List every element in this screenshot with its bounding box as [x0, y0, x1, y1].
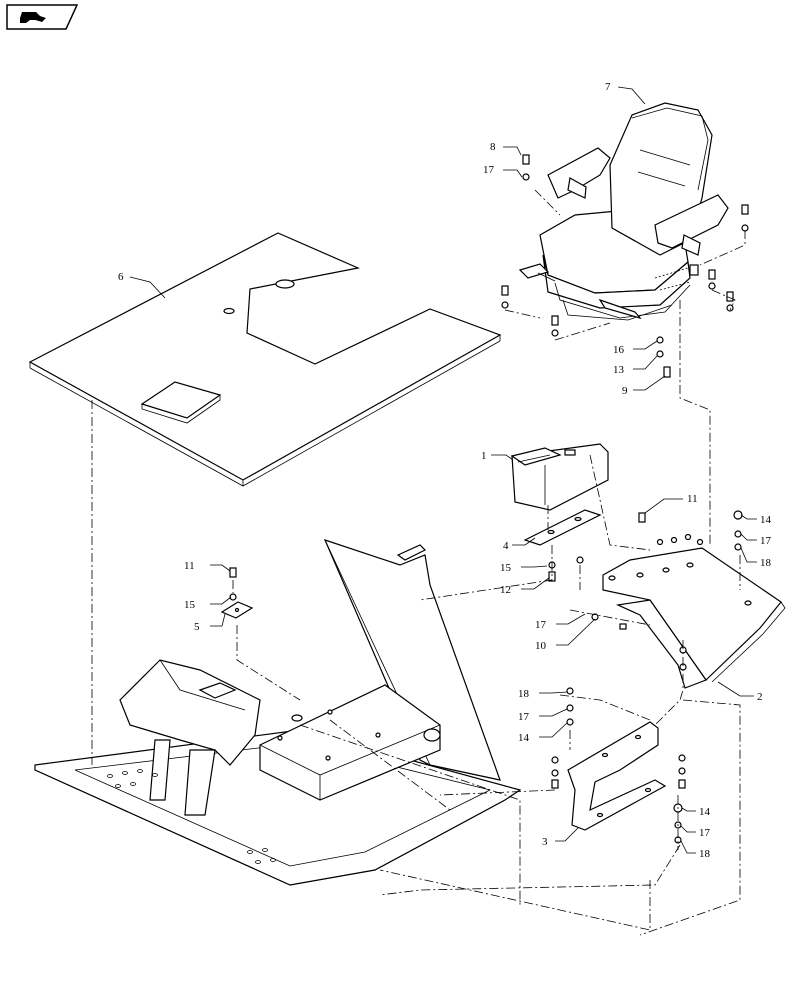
callout-18: 18: [518, 688, 530, 700]
callout-13: 13: [613, 364, 625, 376]
alignment-lines: [91, 189, 746, 936]
cab-floor-frame: [34, 539, 522, 886]
lower-bracket: [567, 721, 667, 831]
callout-17: 17: [535, 619, 547, 631]
mounting-plate: [523, 509, 602, 546]
callout-4: 4: [503, 540, 509, 552]
callout-2: 2: [757, 691, 763, 703]
callout-17: 17: [699, 827, 711, 839]
callout-17: 17: [518, 711, 530, 723]
callout-3: 3: [542, 836, 548, 848]
callout-11: 11: [687, 493, 698, 505]
callout-14: 14: [760, 514, 772, 526]
floor-mat: [28, 232, 502, 487]
small-plate: [220, 601, 254, 619]
console-box: [510, 443, 609, 511]
callout-18: 18: [760, 557, 772, 569]
nav-back-button[interactable]: [6, 4, 79, 30]
callout-15: 15: [500, 562, 512, 574]
callout-labels: 6 7 8 17 16 13 9 1 11 14 4 17 15 18 12 1…: [118, 81, 772, 860]
callout-17: 17: [483, 164, 495, 176]
callout-17: 17: [760, 535, 772, 547]
callout-6: 6: [118, 271, 124, 283]
callout-leaders: [129, 86, 757, 854]
callout-14: 14: [518, 732, 530, 744]
callout-18: 18: [699, 848, 711, 860]
callout-12: 12: [500, 584, 511, 596]
callout-7: 7: [605, 81, 611, 93]
callout-8: 8: [490, 141, 496, 153]
callout-1: 1: [481, 450, 487, 462]
callout-9: 9: [622, 385, 628, 397]
callout-16: 16: [613, 344, 625, 356]
back-arrow-icon: [6, 4, 79, 30]
callout-11: 11: [184, 560, 195, 572]
seat-support-bracket: [602, 547, 786, 689]
seat-assembly: [518, 102, 729, 321]
callout-5: 5: [194, 621, 200, 633]
callout-14: 14: [699, 806, 711, 818]
callout-10: 10: [535, 640, 547, 652]
callout-15: 15: [184, 599, 196, 611]
